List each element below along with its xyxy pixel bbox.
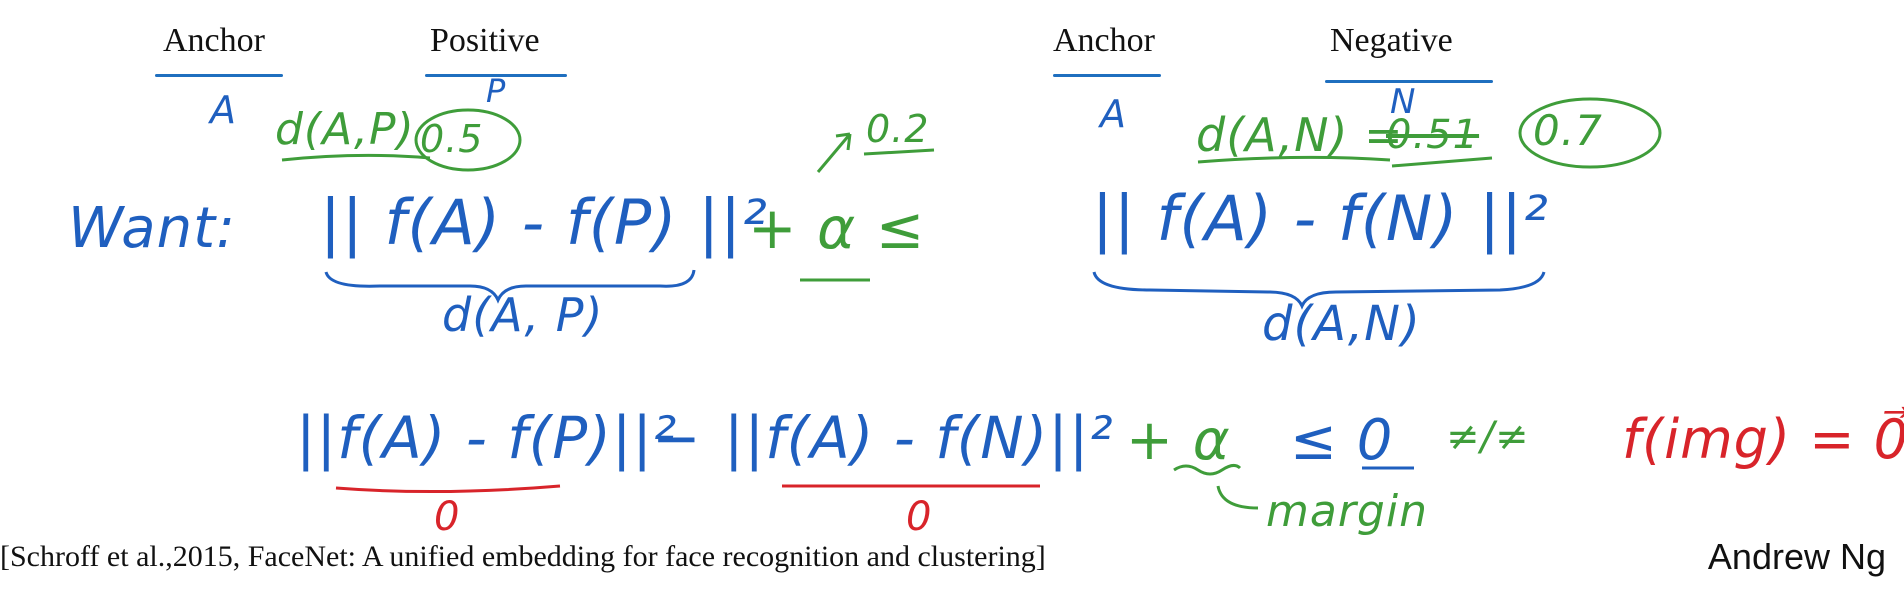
underline-crossed: [1391, 156, 1493, 168]
red-underline-positive: [335, 484, 561, 494]
eq2-anchor-positive: ||f(A) - f(P)||²: [296, 404, 678, 472]
circle-0-5: [414, 108, 522, 172]
negative-underline: [1325, 80, 1493, 83]
want-label: Want:: [68, 196, 236, 261]
not-equal-mark: ≠/≠: [1446, 414, 1530, 460]
zero-under-negative: 0: [906, 494, 933, 540]
eq2-leq-zero: ≤ 0: [1290, 408, 1394, 473]
margin-pointer: [1216, 485, 1259, 510]
brace-label-ap: d(A, P): [442, 288, 604, 342]
alpha-value: 0.2: [866, 107, 930, 151]
negative-heading: Negative: [1330, 22, 1453, 59]
negative-n-letter: N: [1390, 82, 1417, 122]
anchor-a-right-letter: A: [1100, 92, 1127, 136]
plus-alpha: + α ≤: [748, 194, 926, 262]
d-an-crossed-value: 0.51: [1386, 112, 1480, 158]
brace-label-an: d(A,N): [1262, 296, 1421, 352]
anchor-a-letter: A: [210, 88, 237, 132]
d-ap-value: 0.5: [420, 117, 484, 161]
citation: [Schroff et al.,2015, FaceNet: A unified…: [0, 540, 1046, 573]
positive-underline: [425, 74, 567, 77]
brace-ap: [324, 269, 696, 304]
brace-an: [1092, 271, 1546, 310]
eq2-anchor-negative: ||f(A) - f(N)||²: [724, 404, 1114, 472]
circle-0-7: [1518, 97, 1662, 169]
anchor-left-heading: Anchor: [163, 22, 265, 59]
d-an-label: d(A,N) =: [1196, 108, 1404, 162]
eq2-plus-alpha: + α: [1126, 408, 1231, 473]
margin-label: margin: [1266, 486, 1428, 537]
anchor-positive-distance: || f(A) - f(P) ||²: [320, 186, 768, 259]
underline-0-2: [863, 148, 935, 156]
squiggle-alpha: [1173, 463, 1242, 476]
d-ap-label: d(A,P): [275, 104, 415, 155]
anchor-right-heading: Anchor: [1053, 22, 1155, 59]
author-name: Andrew Ng: [1707, 536, 1886, 577]
positive-p-letter: P: [486, 72, 507, 110]
positive-heading: Positive: [430, 22, 540, 59]
zero-under-positive: 0: [434, 494, 461, 540]
anchor-left-underline: [155, 74, 283, 77]
f-img-zero-vector: f(img) = 0⃗: [1622, 408, 1904, 471]
eq2-minus: −: [652, 404, 702, 472]
anchor-negative-distance: || f(A) - f(N) ||²: [1092, 182, 1549, 255]
d-an-value: 0.7: [1533, 106, 1603, 155]
underline-d-ap: [281, 153, 431, 162]
underline-d-an: [1197, 155, 1391, 164]
arrow-to-0-2: [816, 132, 852, 173]
anchor-right-underline: [1053, 74, 1161, 77]
